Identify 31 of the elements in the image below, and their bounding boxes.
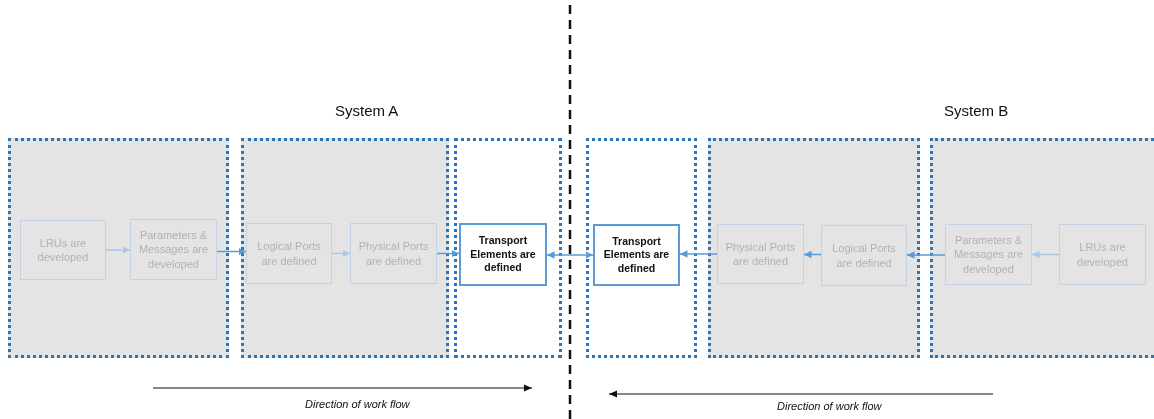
stage-panel xyxy=(8,138,229,358)
arrow xyxy=(546,251,594,259)
arrow xyxy=(105,246,131,254)
caption-text: Direction of work flow xyxy=(305,398,410,410)
box-text: Transport Elements are defined xyxy=(602,234,671,276)
process-box xyxy=(945,224,1032,285)
section-title: System B xyxy=(944,102,1009,119)
caption-text: Direction of work flow xyxy=(777,400,882,412)
arrow xyxy=(906,251,946,259)
stage-panel xyxy=(930,138,1154,358)
arrow xyxy=(803,250,822,259)
group-panel xyxy=(586,138,697,358)
group-panel xyxy=(454,138,562,358)
section-title: System A xyxy=(335,102,399,119)
arrow xyxy=(679,250,718,258)
box-text: Transport Elements are defined xyxy=(469,234,537,275)
process-box xyxy=(350,223,437,284)
process-box xyxy=(130,219,217,280)
arrow xyxy=(216,247,247,256)
process-box xyxy=(717,224,804,284)
arrow xyxy=(436,249,460,258)
process-box xyxy=(459,223,547,286)
process-box xyxy=(593,224,680,286)
process-box xyxy=(1059,224,1146,285)
process-box xyxy=(821,225,907,286)
process-box xyxy=(20,220,106,280)
process-box xyxy=(246,223,332,284)
arrow xyxy=(331,249,351,258)
stage-panel xyxy=(241,138,449,358)
stage-panel xyxy=(708,138,920,358)
arrow xyxy=(1031,250,1060,259)
